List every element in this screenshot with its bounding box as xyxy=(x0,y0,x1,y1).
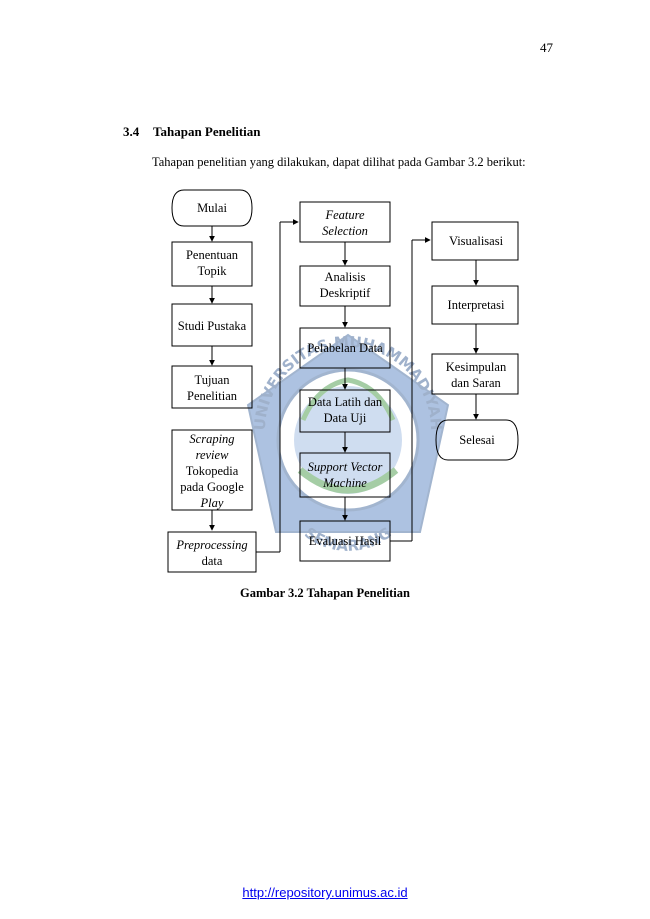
box-tujuan-penelitian xyxy=(171,365,253,409)
section-title: Tahapan Penelitian xyxy=(153,124,261,139)
watermark-pentagon xyxy=(246,333,450,533)
university-watermark: UNIVERSITAS MUHAMMADIYAH SEMARANG xyxy=(246,333,450,555)
kesimpulan-line1: Kesimpulan xyxy=(446,360,507,374)
analisis-line1: Analisis xyxy=(325,270,366,284)
tujuan-line1: Tujuan xyxy=(195,373,231,387)
kesimpulan-line2: dan Saran xyxy=(451,376,501,390)
page-number: 47 xyxy=(540,40,553,55)
scraping-line4: pada Google xyxy=(180,480,244,494)
scraping-line2: review xyxy=(196,448,230,462)
start-terminal xyxy=(171,189,253,227)
datalatih-line2: Data Uji xyxy=(324,411,367,425)
figure-caption: Gambar 3.2 Tahapan Penelitian xyxy=(240,586,410,600)
scraping-line5: Play xyxy=(200,496,224,510)
preprocessing-line1: Preprocessing xyxy=(175,538,247,552)
svm-line2: Machine xyxy=(322,476,367,490)
tujuan-line2: Penelitian xyxy=(187,389,238,403)
end-label: Selesai xyxy=(459,433,495,447)
watermark-leaves xyxy=(297,467,399,494)
watermark-core xyxy=(294,386,402,494)
intro-paragraph: Tahapan penelitian yang dilakukan, dapat… xyxy=(152,155,526,169)
preprocessing-line2: data xyxy=(202,554,223,568)
scraping-line1: Scraping xyxy=(189,432,234,446)
svm-line1: Support Vector xyxy=(308,460,383,474)
start-label: Mulai xyxy=(197,201,227,215)
interpretasi-label: Interpretasi xyxy=(448,298,505,312)
box-interpretasi xyxy=(431,285,519,325)
feature-line1: Feature xyxy=(324,208,365,222)
box-visualisasi xyxy=(431,221,519,261)
evaluasi-label: Evaluasi Hasil xyxy=(309,534,382,548)
feature-line2: Selection xyxy=(322,224,368,238)
scraping-line3: Tokopedia xyxy=(186,464,239,478)
watermark-wreath xyxy=(300,377,396,422)
analisis-line2: Deskriptif xyxy=(320,286,372,300)
penentuan-line1: Penentuan xyxy=(186,248,239,262)
repository-link[interactable]: http://repository.unimus.ac.id xyxy=(242,885,408,900)
datalatih-line1: Data Latih dan xyxy=(308,395,383,409)
section-number: 3.4 xyxy=(123,124,140,139)
visualisasi-label: Visualisasi xyxy=(449,234,504,248)
studi-pustaka-label: Studi Pustaka xyxy=(178,319,247,333)
box-kesimpulan xyxy=(431,353,519,395)
penentuan-line2: Topik xyxy=(198,264,228,278)
end-terminal xyxy=(435,419,519,461)
section-heading: 3.4 Tahapan Penelitian xyxy=(123,124,261,140)
research-flowchart: UNIVERSITAS MUHAMMADIYAH SEMARANG Mulai … xyxy=(167,189,519,573)
pelabelan-label: Pelabelan Data xyxy=(307,341,383,355)
watermark-ring xyxy=(276,368,420,512)
